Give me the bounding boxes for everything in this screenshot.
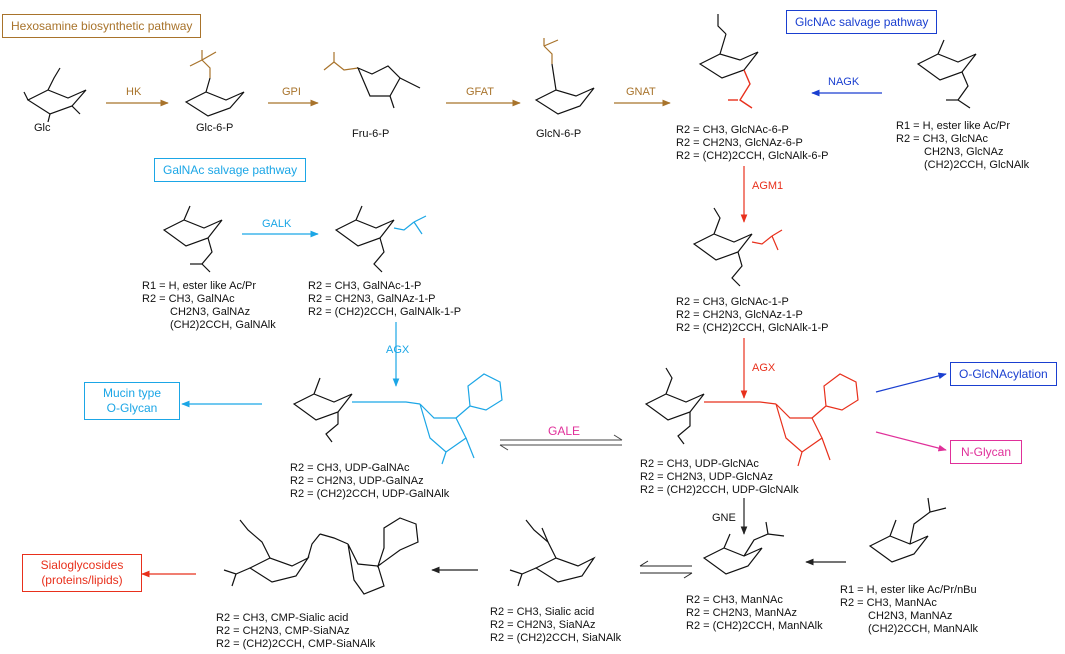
cmp-sialic-structure — [223, 517, 419, 595]
mannac-structure — [702, 521, 785, 575]
enzyme-gnat: GNAT — [626, 86, 656, 98]
list-line: R2 = CH2N3, UDP-GalNAz — [290, 475, 424, 487]
list-galnac-1p: R2 = CH3, GalNAc-1-P R2 = CH2N3, GalNAz-… — [308, 280, 461, 319]
list-line: R2 = CH3, GlcNAc-1-P — [676, 296, 789, 308]
list-line: R2 = (CH2)2CCH, ManNAlk — [686, 620, 823, 632]
mannac-feed-structure — [868, 497, 947, 563]
list-line: R2 = CH2N3, SiaNAz — [490, 619, 596, 631]
mucin-line1: Mucin type — [102, 386, 162, 400]
n-glycan-box: N-Glycan — [950, 440, 1023, 464]
list-mannac: R2 = CH3, ManNAc R2 = CH2N3, ManNAz R2 =… — [686, 594, 823, 633]
enzyme-hk: HK — [126, 86, 142, 98]
list-line: R2 = (CH2)2CCH, GlcNAlk-6-P — [676, 150, 829, 162]
glcnac-salvage-label: GlcNAc salvage pathway — [786, 10, 938, 34]
glcnac6p-structure — [698, 14, 759, 109]
sialo-line2: (proteins/lipids) — [41, 573, 123, 587]
list-galnac-feed: R1 = H, ester like Ac/Pr R2 = CH3, GalNA… — [142, 280, 276, 332]
list-line: R2 = (CH2)2CCH, GalNAlk-1-P — [308, 306, 462, 318]
metabolite-glc: Glc — [34, 122, 51, 134]
list-line: R2 = (CH2)2CCH, GlcNAlk-1-P — [676, 322, 829, 334]
list-line: (CH2)2CCH, GalNAlk — [170, 319, 276, 331]
metabolite-fru6p: Fru-6-P — [352, 128, 390, 140]
list-line: R2 = CH3, ManNAc — [686, 594, 783, 606]
udp-glcnac-structure — [644, 367, 859, 467]
list-line: R2 = CH3, UDP-GalNAc — [290, 462, 410, 474]
list-line: R2 = CH2N3, GalNAz-1-P — [308, 293, 436, 305]
enzyme-agx-left: AGX — [386, 344, 410, 356]
list-line: R2 = CH3, UDP-GlcNAc — [640, 458, 759, 470]
enzyme-gne: GNE — [712, 512, 736, 524]
list-line: R2 = CH3, GalNAc — [142, 293, 235, 305]
enzyme-gpi: GPI — [282, 86, 301, 98]
enzyme-nagk: NAGK — [828, 76, 860, 88]
list-line: R2 = CH2N3, GlcNAz-6-P — [676, 137, 803, 149]
list-udp-glcnac: R2 = CH3, UDP-GlcNAc R2 = CH2N3, UDP-Glc… — [640, 458, 799, 497]
hexosamine-pathway-label: Hexosamine biosynthetic pathway — [2, 14, 202, 38]
list-line: R1 = H, ester like Ac/Pr — [896, 120, 1011, 132]
list-line: R2 = (CH2)2CCH, CMP-SiaNAlk — [216, 638, 376, 650]
glc-structure — [23, 67, 87, 123]
list-line: R2 = CH3, ManNAc — [840, 597, 937, 609]
list-sialic: R2 = CH3, Sialic acid R2 = CH2N3, SiaNAz… — [490, 606, 621, 645]
list-glcnac-1p: R2 = CH3, GlcNAc-1-P R2 = CH2N3, GlcNAz-… — [676, 296, 829, 335]
glcnac1p-structure — [692, 207, 783, 287]
metabolite-glcn6p: GlcN-6-P — [536, 128, 582, 140]
glcn6p-structure — [534, 38, 595, 115]
list-line: R2 = CH2N3, CMP-SiaNAz — [216, 625, 350, 637]
galnac1p-structure — [334, 205, 427, 273]
list-udp-galnac: R2 = CH3, UDP-GalNAc R2 = CH2N3, UDP-Gal… — [290, 462, 449, 501]
list-line: R2 = CH3, CMP-Sialic acid — [216, 612, 349, 624]
enzyme-galk: GALK — [262, 218, 292, 230]
list-glcnac-feed: R1 = H, ester like Ac/Pr R2 = CH3, GlcNA… — [896, 120, 1029, 172]
list-glcnac-6p: R2 = CH3, GlcNAc-6-P R2 = CH2N3, GlcNAz-… — [676, 124, 829, 163]
fru6p-structure — [323, 52, 421, 109]
sialic-structure — [509, 519, 596, 587]
list-line: R2 = CH2N3, GlcNAz-1-P — [676, 309, 803, 321]
sialo-line1: Sialoglycosides — [40, 558, 124, 572]
glc6p-structure — [184, 50, 245, 117]
list-line: R2 = (CH2)2CCH, UDP-GalNAlk — [290, 488, 450, 500]
list-line: R2 = CH3, Sialic acid — [490, 606, 595, 618]
enzyme-agx-right: AGX — [752, 362, 776, 374]
o-glcnacylation-box: O-GlcNAcylation — [950, 362, 1057, 386]
udp-galnac-structure — [292, 373, 503, 465]
list-line: (CH2)2CCH, ManNAlk — [868, 623, 979, 635]
list-line: R2 = (CH2)2CCH, SiaNAlk — [490, 632, 622, 644]
sialoglycosides-box: Sialoglycosides (proteins/lipids) — [22, 554, 142, 592]
list-line: R2 = CH3, GlcNAc-6-P — [676, 124, 789, 136]
arrow-to-oglcnac — [875, 372, 947, 393]
enzyme-gale: GALE — [548, 424, 581, 438]
mucin-line2: O-Glycan — [106, 401, 158, 415]
mucin-o-glycan-box: Mucin type O-Glycan — [84, 382, 180, 420]
list-line: CH2N3, GlcNAz — [924, 146, 1004, 158]
galnac-feed-structure — [162, 205, 223, 273]
enzyme-agm1: AGM1 — [752, 180, 784, 192]
metabolite-glc6p: Glc-6-P — [196, 122, 234, 134]
list-line: R2 = CH3, GalNAc-1-P — [308, 280, 422, 292]
list-line: R2 = CH2N3, ManNAz — [686, 607, 797, 619]
arrow-to-nglycan — [875, 431, 947, 452]
enzyme-gfat: GFAT — [466, 86, 494, 98]
list-line: CH2N3, ManNAz — [868, 610, 953, 622]
list-line: R2 = CH3, GlcNAc — [896, 133, 988, 145]
list-line: (CH2)2CCH, GlcNAlk — [924, 159, 1030, 171]
list-line: R1 = H, ester like Ac/Pr — [142, 280, 257, 292]
glcnac-feed-structure — [916, 39, 977, 109]
list-line: CH2N3, GalNAz — [170, 306, 251, 318]
list-line: R2 = (CH2)2CCH, UDP-GlcNAlk — [640, 484, 799, 496]
list-line: R1 = H, ester like Ac/Pr/nBu — [840, 584, 977, 596]
list-mannac-feed: R1 = H, ester like Ac/Pr/nBu R2 = CH3, M… — [840, 584, 978, 636]
galnac-salvage-label: GalNAc salvage pathway — [154, 158, 307, 182]
list-line: R2 = CH2N3, UDP-GlcNAz — [640, 471, 773, 483]
list-cmp-sialic: R2 = CH3, CMP-Sialic acid R2 = CH2N3, CM… — [216, 612, 375, 651]
